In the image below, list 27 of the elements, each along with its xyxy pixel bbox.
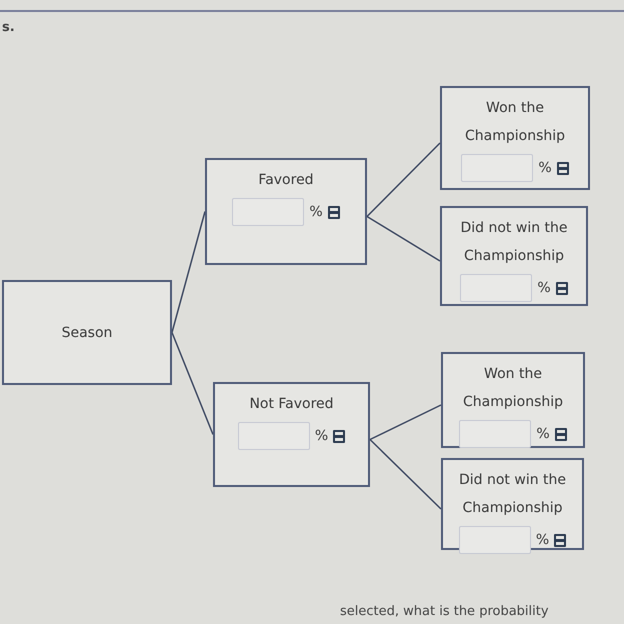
- branch-line: [369, 438, 442, 510]
- branch-line: [171, 211, 206, 333]
- tree-node-box: [440, 206, 588, 306]
- branch-label: Did not win the Championship: [459, 219, 569, 266]
- percent-sign: %: [314, 428, 328, 444]
- tree-node-box: [213, 382, 370, 487]
- question-text: s.: [2, 20, 15, 35]
- percent-sign: %: [536, 532, 550, 548]
- percent-sign: %: [536, 426, 550, 442]
- question-text: selected, what is the probability: [340, 604, 549, 619]
- branch-label: Not Favored: [248, 395, 335, 414]
- percent-sign: %: [538, 160, 552, 176]
- percent-sign: %: [309, 204, 323, 220]
- branch-label: Season: [60, 324, 114, 342]
- branch-line: [171, 332, 214, 435]
- branch-line: [370, 404, 442, 440]
- tree-node-box: [2, 280, 172, 385]
- branch-line: [366, 142, 441, 218]
- branch-label: Favored: [257, 171, 315, 190]
- percent-sign: %: [537, 280, 551, 296]
- tree-node-box: [440, 86, 590, 190]
- tree-node-box: [441, 352, 585, 448]
- branch-label: Won the Championship: [464, 99, 566, 146]
- tree-node-box: [205, 158, 367, 265]
- branch-label: Won the Championship: [462, 365, 564, 412]
- branch-label: Did not win the Championship: [458, 471, 568, 518]
- branch-line: [366, 216, 440, 262]
